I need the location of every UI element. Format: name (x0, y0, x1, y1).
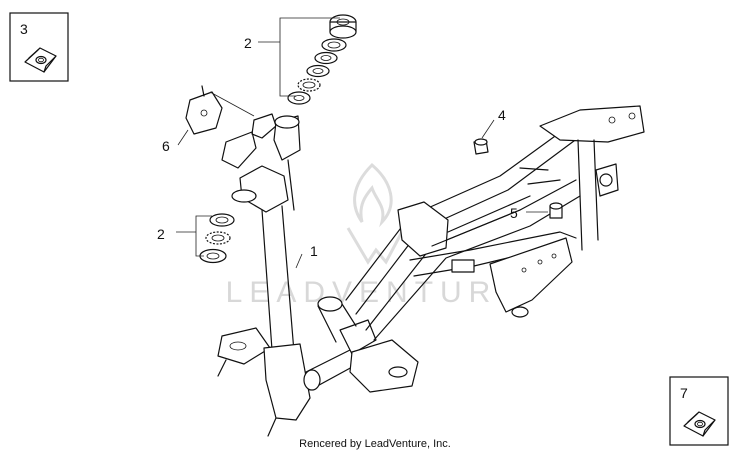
mounting-bracket-part-6 (185, 85, 277, 169)
clip-nut-icon (683, 411, 716, 437)
inset-box-3: 3 (9, 12, 69, 82)
steering-bearing-lower-stack (199, 213, 235, 264)
pin-part-4 (473, 138, 489, 155)
inset-frame-3 (9, 12, 69, 82)
callout-1: 1 (310, 243, 318, 259)
callout-2-left: 2 (157, 226, 165, 242)
callout-4: 4 (498, 107, 506, 123)
clip-nut-icon (24, 47, 57, 73)
callout-6: 6 (162, 138, 170, 154)
leadventure-watermark: LEADVENTURE (226, 162, 525, 309)
leader-lines (176, 17, 548, 269)
inset-box-7: 7 (669, 376, 729, 446)
flame-logo-icon (346, 162, 406, 265)
footer-credit: Rencered by LeadVenture, Inc. (299, 438, 451, 450)
watermark-text: LEADVENTURE (226, 276, 525, 309)
frame-assembly-part-1 (217, 105, 645, 437)
callout-5: 5 (510, 205, 518, 221)
inset-frame-7 (669, 376, 729, 446)
callout-2-top: 2 (244, 35, 252, 51)
callout-7: 7 (680, 385, 688, 401)
steering-bearing-upper-stack (287, 14, 357, 105)
callout-3: 3 (20, 21, 28, 37)
rubber-part-5 (549, 202, 563, 219)
